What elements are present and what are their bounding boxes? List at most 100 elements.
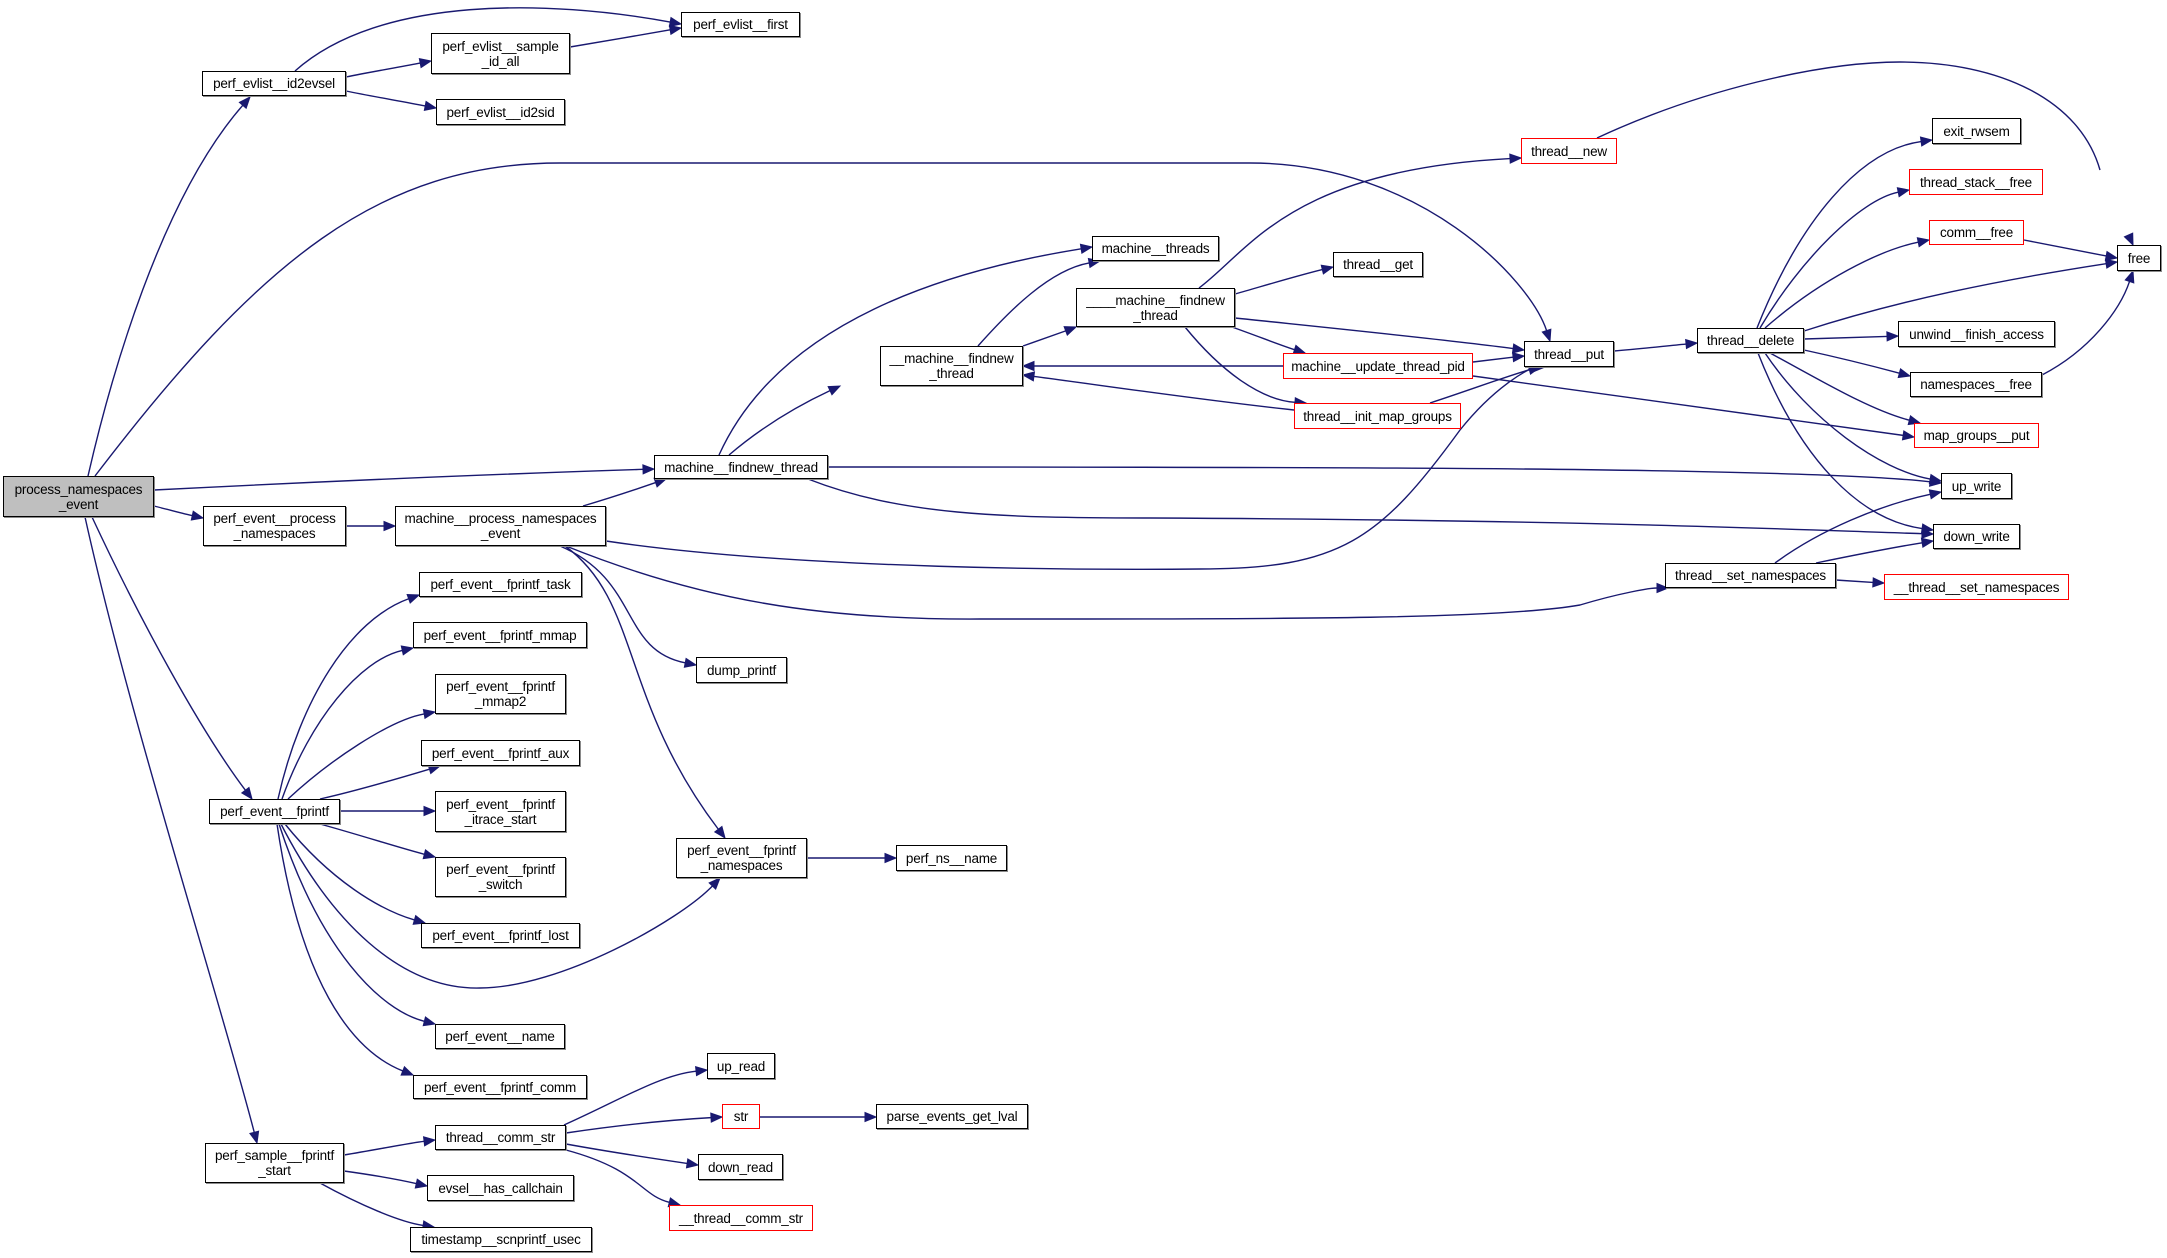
node-label: thread__comm_str <box>445 1130 556 1145</box>
node-str[interactable]: str <box>722 1104 760 1129</box>
node-machine-findnew-thread[interactable]: ____machine__findnew _thread <box>1076 288 1235 327</box>
node-perf-event-fprintf-aux[interactable]: perf_event__fprintf_aux <box>421 740 580 766</box>
node-timestamp-scnprintf-usec[interactable]: timestamp__scnprintf_usec <box>410 1227 592 1252</box>
edge-thread__delete-to-unwind__finish_access <box>1803 335 1888 340</box>
node-exit-rwsem[interactable]: exit_rwsem <box>1932 118 2021 144</box>
node-label: perf_evlist__id2sid <box>446 104 555 120</box>
node-down-write[interactable]: down_write <box>1933 524 2020 549</box>
edge-thread__delete-to-namespaces__free <box>1803 349 1900 374</box>
edge-process_namespaces_event-to-perf_event__fprintf <box>91 516 246 791</box>
arrowhead-icon <box>2124 269 2135 284</box>
node-thread-set-namespaces[interactable]: __thread__set_namespaces <box>1884 574 2069 600</box>
node-thread-delete[interactable]: thread__delete <box>1697 328 1804 353</box>
edge-perf_event__fprintf-to-perf_event__fprintf_comm <box>276 823 404 1072</box>
node-perf-event-process-namespaces[interactable]: perf_event__process _namespaces <box>203 506 346 546</box>
arrowhead-icon <box>683 657 698 668</box>
node-perf-event-fprintf-mmap[interactable]: perf_event__fprintf_mmap <box>413 622 587 648</box>
node-label: perf_event__fprintf_aux <box>431 745 570 761</box>
node-comm-free[interactable]: comm__free <box>1929 220 2024 245</box>
node-machine-process-namespaces-event[interactable]: machine__process_namespaces _event <box>395 506 606 546</box>
node-up-write[interactable]: up_write <box>1941 473 2012 499</box>
node-perf-event-fprintf-task[interactable]: perf_event__fprintf_task <box>419 572 582 597</box>
node-label: free <box>2127 250 2151 266</box>
edge-thread__delete-to-free <box>1803 262 2107 332</box>
node-label: perf_event__fprintf _switch <box>446 862 555 892</box>
edge-machine__findnew_thread-to-down_write <box>807 478 1923 535</box>
node-perf-event-fprintf-switch[interactable]: perf_event__fprintf _switch <box>435 857 566 897</box>
node-machine-threads[interactable]: machine__threads <box>1092 236 1219 261</box>
edge-thread__delete-to-down_write <box>1757 352 1923 530</box>
arrowhead-icon <box>1685 338 1699 350</box>
node-thread-new[interactable]: thread__new <box>1521 138 1617 164</box>
node-thread-comm-str[interactable]: thread__comm_str <box>435 1125 566 1150</box>
node-perf-evlist-first[interactable]: perf_evlist__first <box>681 12 800 37</box>
node-machine-findnew-thread[interactable]: __machine__findnew _thread <box>880 346 1023 386</box>
node-thread-init-map-groups[interactable]: thread__init_map_groups <box>1294 403 1461 429</box>
node-process-namespaces-event: process_namespaces _event <box>3 476 154 517</box>
node-thread-get[interactable]: thread__get <box>1333 252 1423 277</box>
node-label: perf_event__fprintf _itrace_start <box>446 796 555 827</box>
edge-thread__delete-to-exit_rwsem <box>1756 140 1922 329</box>
node-namespaces-free[interactable]: namespaces__free <box>1910 372 2042 397</box>
arrowhead-icon <box>1886 331 1900 342</box>
node-label: up_read <box>716 1058 766 1074</box>
node-label: thread__delete <box>1706 333 1795 348</box>
arrowhead-icon <box>1928 473 1943 485</box>
edge-__machine__findnew_thread-to-machine__threads <box>977 262 1090 347</box>
edge-perf_event__fprintf-to-perf_event__fprintf_lost <box>284 823 415 921</box>
node-evsel-has-callchain[interactable]: evsel__has_callchain <box>427 1175 574 1201</box>
node-up-read[interactable]: up_read <box>707 1053 775 1079</box>
node-dump-printf[interactable]: dump_printf <box>696 657 787 683</box>
node-perf-event-fprintf-namespaces[interactable]: perf_event__fprintf _namespaces <box>676 838 807 878</box>
edge-thread__comm_str-to-str <box>565 1116 712 1134</box>
node-perf-evlist-sample-id-all[interactable]: perf_evlist__sample _id_all <box>431 33 570 74</box>
node-label: perf_event__fprintf_task <box>430 577 571 592</box>
node-label: perf_sample__fprintf _start <box>214 1148 335 1178</box>
arrowhead-icon <box>1928 489 1943 500</box>
node-thread-stack-free[interactable]: thread_stack__free <box>1909 169 2043 195</box>
arrowhead-icon <box>1896 187 1911 198</box>
node-unwind-finish-access[interactable]: unwind__finish_access <box>1898 321 2055 347</box>
arrowhead-icon <box>1021 360 1035 372</box>
arrowhead-icon <box>642 464 656 475</box>
node-perf-evlist-id2evsel[interactable]: perf_evlist__id2evsel <box>202 71 346 96</box>
edge-process_namespaces_event-to-perf_evlist__id2evsel <box>87 104 244 477</box>
edge-perf_event__fprintf-to-perf_event__fprintf_aux <box>319 768 430 800</box>
node-label: parse_events_get_lval <box>886 1109 1018 1124</box>
edge-thread__delete-to-thread_stack__free <box>1759 191 1899 329</box>
node-perf-evlist-id2sid[interactable]: perf_evlist__id2sid <box>436 99 565 125</box>
node-thread-comm-str[interactable]: __thread__comm_str <box>669 1205 813 1231</box>
node-perf-event-fprintf-comm[interactable]: perf_event__fprintf_comm <box>413 1075 587 1099</box>
edge-perf_evlist__id2evsel-to-perf_evlist__first <box>294 7 671 72</box>
edge-process_namespaces_event-to-machine__findnew_thread <box>153 468 644 491</box>
node-perf-event-fprintf-itrace-start[interactable]: perf_event__fprintf _itrace_start <box>435 791 566 832</box>
node-map-groups-put[interactable]: map_groups__put <box>1914 423 2039 448</box>
node-free[interactable]: free <box>2117 245 2161 271</box>
node-machine-update-thread-pid[interactable]: machine__update_thread_pid <box>1283 353 1473 379</box>
edge-machine__findnew_thread-to-machine__threads <box>718 248 1082 456</box>
node-perf-ns-name[interactable]: perf_ns__name <box>896 845 1007 871</box>
node-label: down_read <box>707 1159 773 1175</box>
arrowhead-icon <box>1063 326 1078 336</box>
node-machine-findnew-thread[interactable]: machine__findnew_thread <box>654 455 828 479</box>
edge-thread__delete-to-up_write <box>1764 352 1931 480</box>
edge-thread__set_namespaces-to-down_write <box>1815 542 1923 564</box>
node-perf-event-fprintf-lost[interactable]: perf_event__fprintf_lost <box>421 923 580 948</box>
node-down-read[interactable]: down_read <box>698 1154 783 1180</box>
node-thread-put[interactable]: thread__put <box>1524 341 1614 367</box>
arrowhead-icon <box>713 825 726 840</box>
node-parse-events-get-lval[interactable]: parse_events_get_lval <box>876 1104 1028 1129</box>
node-perf-event-fprintf-mmap2[interactable]: perf_event__fprintf _mmap2 <box>435 674 566 714</box>
node-perf-event-fprintf[interactable]: perf_event__fprintf <box>209 799 340 824</box>
arrowhead-icon <box>1920 523 1935 534</box>
node-label: machine__findnew_thread <box>664 459 818 475</box>
arrowhead-icon <box>1512 351 1526 363</box>
node-thread-set-namespaces[interactable]: thread__set_namespaces <box>1665 563 1836 588</box>
edge-perf_sample__fprintf_start-to-evsel__has_callchain <box>343 1170 417 1185</box>
node-perf-event-name[interactable]: perf_event__name <box>435 1024 565 1049</box>
node-perf-sample-fprintf-start[interactable]: perf_sample__fprintf _start <box>205 1143 344 1183</box>
edge-___machine__findnew_thread-to-machine__update_thread_pid <box>1231 326 1295 351</box>
edge-perf_evlist__id2evsel-to-perf_evlist__sample_id_all <box>345 62 421 78</box>
edge-machine__process_namespaces_event-to-dump_printf <box>559 545 686 664</box>
arrowhead-icon <box>1079 243 1094 255</box>
